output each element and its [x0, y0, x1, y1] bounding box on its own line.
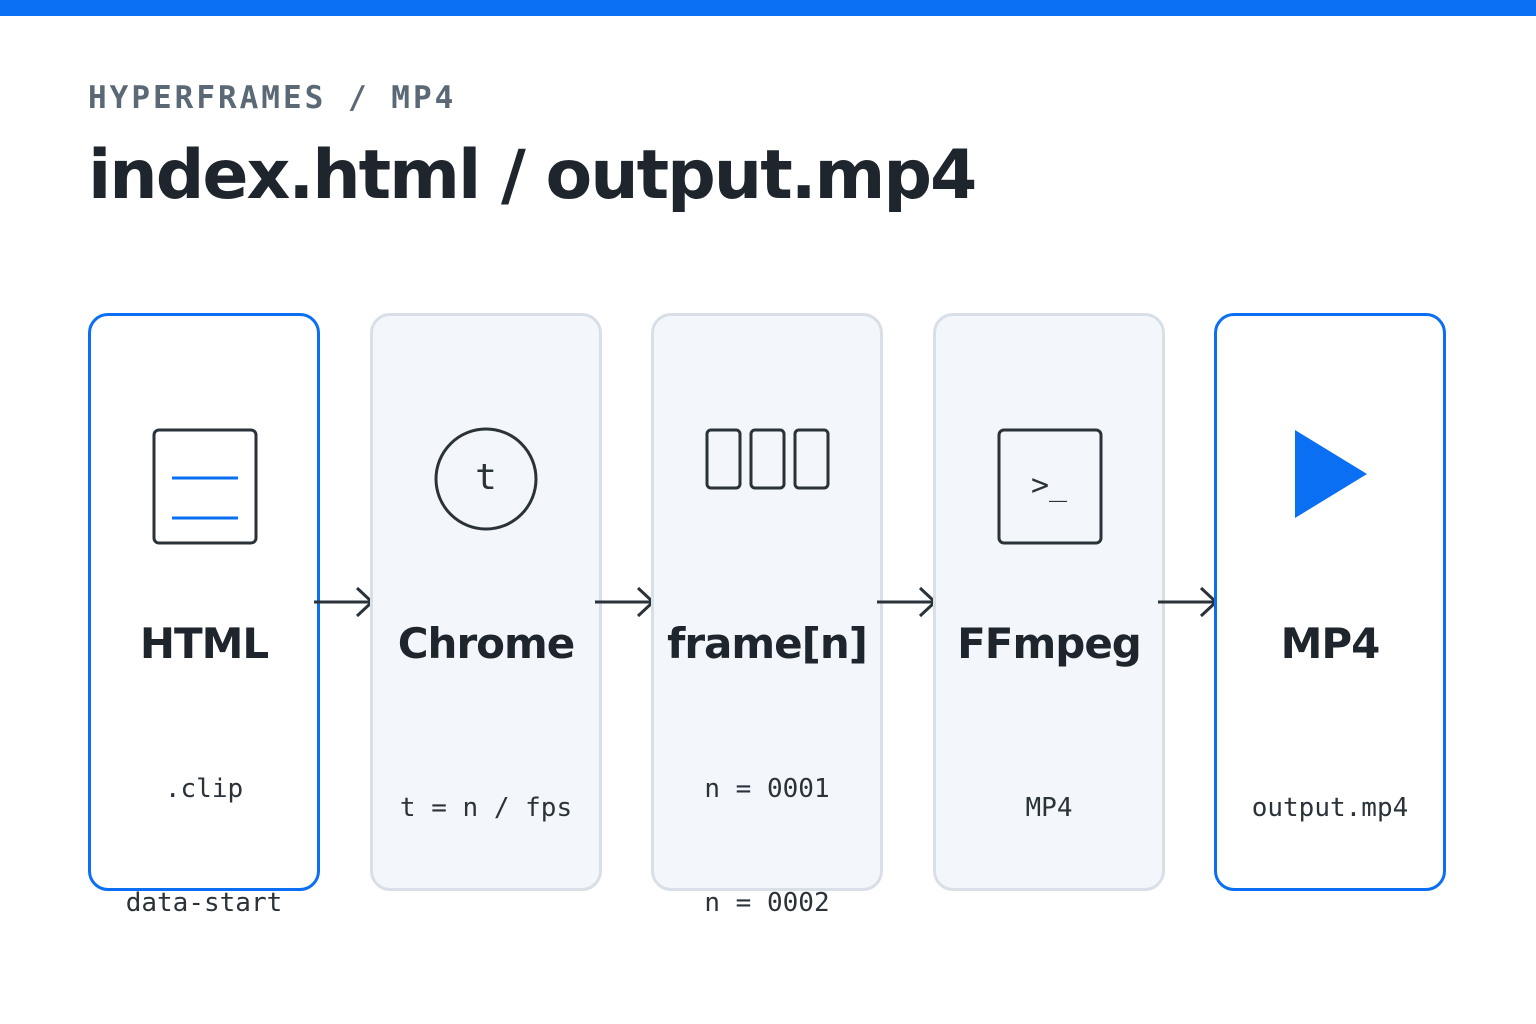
- frames-icon: [654, 420, 880, 550]
- arrow-right-icon: [1158, 586, 1219, 618]
- step-name: MP4: [1280, 619, 1381, 668]
- pipeline-step-mp4: MP4 output.mp4: [1214, 313, 1446, 891]
- step-detail: t = n / fps: [363, 713, 609, 823]
- detail-line: t = n / fps: [399, 793, 573, 823]
- detail-line: output.mp4: [1251, 793, 1409, 823]
- pipeline-step-ffmpeg: >_ FFmpeg MP4: [933, 313, 1165, 891]
- step-detail: .clip data-start: [81, 694, 327, 918]
- pipeline-step-frames: frame[n] n = 0001 n = 0002: [651, 313, 883, 918]
- detail-line: .clip: [164, 774, 244, 804]
- step-detail: output.mp4: [1207, 713, 1453, 823]
- pipeline-step-html: HTML .clip data-start: [88, 313, 320, 918]
- step-name: FFmpeg: [957, 619, 1142, 668]
- clock-t-icon: t: [373, 420, 599, 550]
- breadcrumb: HYPERFRAMES / MP4: [88, 80, 457, 116]
- arrow-right-icon: [877, 586, 938, 618]
- step-detail: n = 0001 n = 0002: [644, 694, 890, 918]
- document-icon: [91, 420, 317, 550]
- detail-line: n = 0001: [704, 774, 830, 804]
- page-title: index.html / output.mp4: [88, 136, 977, 215]
- step-name: frame[n]: [667, 619, 868, 668]
- terminal-icon: >_: [936, 420, 1162, 550]
- play-icon: [1217, 420, 1443, 550]
- icon-glyph: >_: [1030, 468, 1068, 503]
- top-accent-bar: [0, 0, 1536, 16]
- pipeline-step-chrome: t Chrome t = n / fps: [370, 313, 602, 891]
- detail-line: data-start: [125, 888, 283, 918]
- arrow-right-icon: [595, 586, 656, 618]
- step-name: HTML: [139, 619, 269, 668]
- detail-line: MP4: [1025, 793, 1073, 823]
- detail-line: n = 0002: [704, 888, 830, 918]
- step-name: Chrome: [397, 619, 576, 668]
- arrow-right-icon: [314, 586, 375, 618]
- icon-glyph: t: [475, 457, 497, 498]
- step-detail: MP4: [926, 713, 1172, 823]
